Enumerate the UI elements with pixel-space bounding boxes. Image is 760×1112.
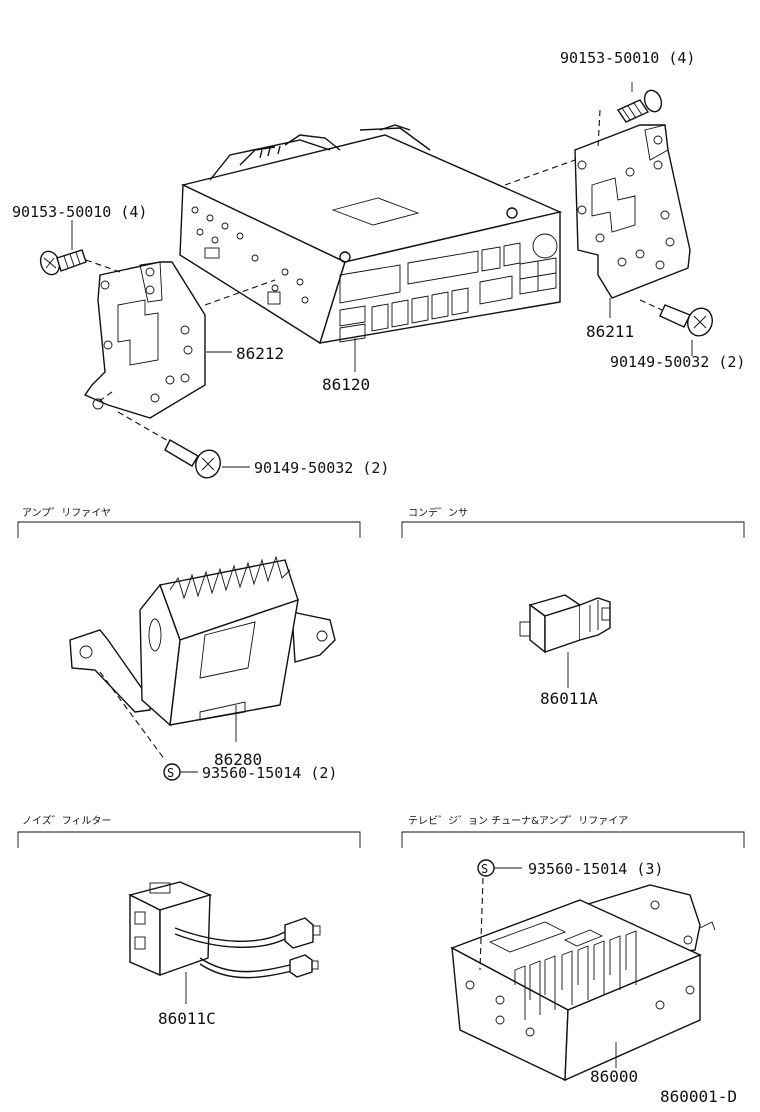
label-screw-bottom-right: 90149-50032 (2) <box>610 353 745 371</box>
label-screw-bottom-left: 90149-50032 (2) <box>254 459 389 477</box>
section-bracket-amplifier <box>17 521 361 538</box>
label-bracket-left: 86212 <box>236 344 284 363</box>
section-title-noise-filter: ノイズ゛フィルター <box>22 814 112 827</box>
label-condenser: 86011A <box>540 689 598 708</box>
amplifier-unit <box>69 555 336 727</box>
label-noise-filter: 86011C <box>158 1009 216 1028</box>
label-tv-screw: 93560-15014 (3) <box>528 860 663 878</box>
label-screw-top-left: 90153-50010 (4) <box>12 203 147 221</box>
label-screw-top-right: 90153-50010 (4) <box>560 49 695 67</box>
tv-tuner-amplifier-unit <box>450 884 716 1082</box>
screw-bottom-right <box>659 304 713 337</box>
screw-top-right <box>616 89 663 123</box>
label-amplifier: 86280 <box>214 750 262 769</box>
diagram-code: 860001-D <box>660 1087 737 1106</box>
bracket-right-86211 <box>574 124 691 299</box>
label-bracket-right: 86211 <box>586 322 634 341</box>
section-title-amplifier: アンプ゛リファイヤ <box>22 507 111 519</box>
svg-text:S: S <box>481 862 488 876</box>
radio-head-unit <box>179 124 563 345</box>
svg-text:S: S <box>167 766 174 780</box>
standard-part-symbol-tv: S <box>477 859 495 877</box>
section-bracket-tv-tuner-amp <box>401 831 745 848</box>
screw-bottom-left <box>164 439 221 479</box>
section-bracket-condenser <box>401 521 745 538</box>
label-amp-screw: 93560-15014 (2) <box>202 764 337 782</box>
noise-filter-unit <box>128 881 321 979</box>
section-title-condenser: コンデ゛ンサ <box>408 506 468 519</box>
screw-top-left <box>39 249 87 276</box>
section-title-tv-tuner-amp: テレビ゛ジ゛ョン チューナ&アンプ゛リファイア <box>408 815 628 827</box>
label-radio: 86120 <box>322 375 370 394</box>
bracket-left-86212 <box>83 261 206 419</box>
standard-part-symbol-amp: S <box>163 763 181 781</box>
section-bracket-noise-filter <box>17 831 361 848</box>
condenser-unit <box>519 594 611 654</box>
label-tv-unit: 86000 <box>590 1067 638 1086</box>
